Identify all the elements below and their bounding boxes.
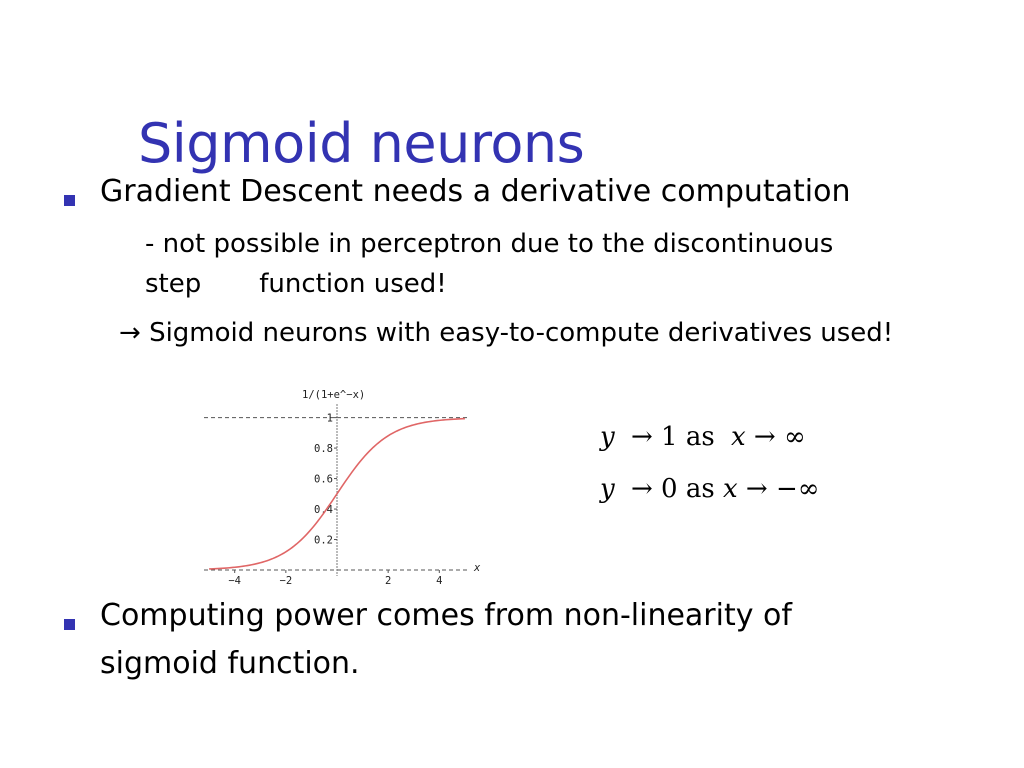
x-axis-label: x (473, 562, 481, 574)
bullet-square-icon (64, 195, 75, 206)
equation-limit-positive: y → 1 as x → ∞ (600, 422, 806, 452)
eq2-arrow2: → (745, 474, 768, 504)
y-tick-label: 0.8 (314, 443, 333, 455)
x-tick-label: 4 (436, 575, 442, 587)
eq1-var: x (730, 422, 746, 452)
sub-point-step-word: step (145, 269, 202, 299)
x-tick-label: −4 (228, 575, 241, 587)
eq2-word: as (685, 474, 715, 504)
sub-point-function-used: function used! (259, 269, 447, 299)
bullet-computing-power-line2: sigmoid function. (100, 646, 360, 681)
x-tick-label: −2 (280, 575, 293, 587)
equation-limit-negative: y → 0 as x → −∞ (600, 474, 819, 504)
eq1-arrow2: → (753, 422, 776, 452)
bullet-square-icon (64, 619, 75, 630)
eq1-limit: ∞ (783, 422, 806, 452)
sub-point-sigmoid-derivatives: → Sigmoid neurons with easy-to-compute d… (119, 318, 893, 348)
plot-title: 1/(1+e^−x) (302, 389, 365, 401)
bullet-gradient-descent: Gradient Descent needs a derivative comp… (100, 174, 851, 209)
sub-point-perceptron-line2: step function used! (145, 269, 447, 299)
eq2-var: x (722, 474, 738, 504)
sigmoid-curve (209, 417, 465, 570)
x-tick-label: 2 (385, 575, 391, 587)
sub-point-sigmoid-text: Sigmoid neurons with easy-to-compute der… (149, 318, 894, 348)
eq2-lhs: y (600, 474, 615, 504)
bullet-computing-power-line1: Computing power comes from non-linearity… (100, 598, 792, 633)
eq1-word: as (685, 422, 715, 452)
y-tick-label: 0.2 (314, 535, 333, 547)
eq1-lhs: y (600, 422, 615, 452)
eq2-arrow: → (630, 474, 653, 504)
eq1-value: 1 (661, 422, 678, 452)
slide-title: Sigmoid neurons (138, 112, 585, 175)
y-tick-label: 1 (327, 413, 333, 425)
eq2-value: 0 (661, 474, 678, 504)
eq2-limit: −∞ (775, 474, 820, 504)
eq1-arrow: → (630, 422, 653, 452)
right-arrow-icon: → (119, 318, 141, 348)
sub-point-perceptron-line1: - not possible in perceptron due to the … (145, 229, 834, 259)
y-tick-label: 0.6 (314, 474, 333, 486)
